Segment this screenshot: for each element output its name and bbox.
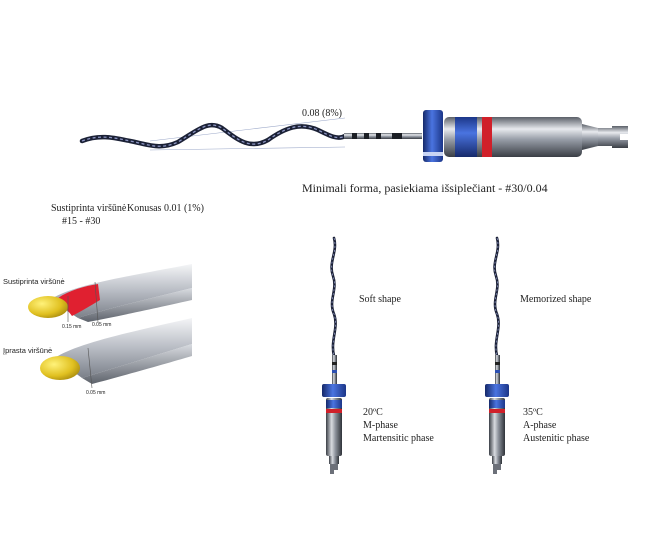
blade-edge	[82, 344, 192, 384]
file-handle	[444, 117, 582, 157]
depth-mark	[352, 133, 357, 139]
depth-mark	[495, 370, 500, 373]
file-blade-highlight	[494, 237, 499, 357]
memorized-shape-file	[485, 236, 509, 474]
memorized-phase-name: Austenitic phase	[523, 433, 590, 444]
top-caption: Minimali forma, pasiekiama išsiplečiant …	[302, 181, 548, 195]
reinforced-tip-closeup	[28, 264, 192, 323]
regular-tip-label: Įprasta viršūnė	[3, 346, 53, 355]
reinforced-measure-1: 0.15 mm	[62, 324, 82, 330]
horizontal-file	[79, 110, 628, 162]
soft-temp: 20ºC	[363, 407, 383, 418]
soft-phase-name: Martensitic phase	[363, 433, 434, 444]
depth-mark	[392, 133, 402, 139]
rubber-stopper	[423, 110, 443, 162]
memorized-shape-title: Memorized shape	[520, 294, 592, 305]
stopper-highlight	[423, 152, 443, 156]
handle-red-ring	[326, 409, 342, 413]
rubber-stopper	[485, 384, 509, 397]
reinforced-red-zone	[58, 284, 100, 316]
measure-line	[94, 281, 99, 323]
soft-shape-file	[322, 236, 346, 474]
handle-neck	[492, 456, 502, 464]
taper-label: 0.08 (8%)	[302, 108, 342, 119]
measure-line	[87, 347, 93, 389]
memorized-phase: A-phase	[523, 420, 557, 431]
handle-red-ring	[482, 117, 492, 157]
gold-tip	[40, 356, 80, 380]
latch-end	[493, 464, 501, 474]
taper-guide-lower	[149, 146, 346, 151]
file-shaft	[344, 133, 422, 139]
tip-label-line2: #15 - #30	[62, 216, 101, 227]
memorized-temp: 35ºC	[523, 407, 543, 418]
depth-mark	[495, 362, 500, 365]
handle-neck	[329, 456, 339, 464]
handle-red-ring	[489, 409, 505, 413]
rubber-stopper	[322, 384, 346, 397]
depth-mark	[332, 370, 337, 373]
gold-tip	[28, 296, 68, 318]
file-blade-highlight	[331, 237, 336, 357]
depth-mark	[332, 362, 337, 365]
latch-end	[330, 464, 338, 474]
depth-mark	[364, 133, 369, 139]
regular-tip-closeup	[40, 318, 192, 389]
soft-phase: M-phase	[363, 420, 398, 431]
regular-measure: 0.05 mm	[86, 390, 106, 396]
handle-blue-ring	[455, 117, 477, 157]
reinforced-tip-label: Sustiprinta viršūnė	[3, 277, 65, 286]
handle-blue-ring	[326, 400, 342, 408]
blade-edge	[78, 288, 192, 322]
taper-small-label: Konusas 0.01 (1%)	[127, 203, 204, 214]
reinforced-measure-2: 0.05 mm	[92, 322, 112, 328]
tip-label-line1: Sustiprinta viršūnė	[51, 203, 127, 214]
handle-blue-ring	[489, 400, 505, 408]
depth-mark	[376, 133, 381, 139]
latch-end	[598, 126, 628, 148]
soft-shape-title: Soft shape	[359, 294, 401, 305]
handle-neck	[582, 124, 598, 150]
twisted-blade	[79, 122, 348, 149]
